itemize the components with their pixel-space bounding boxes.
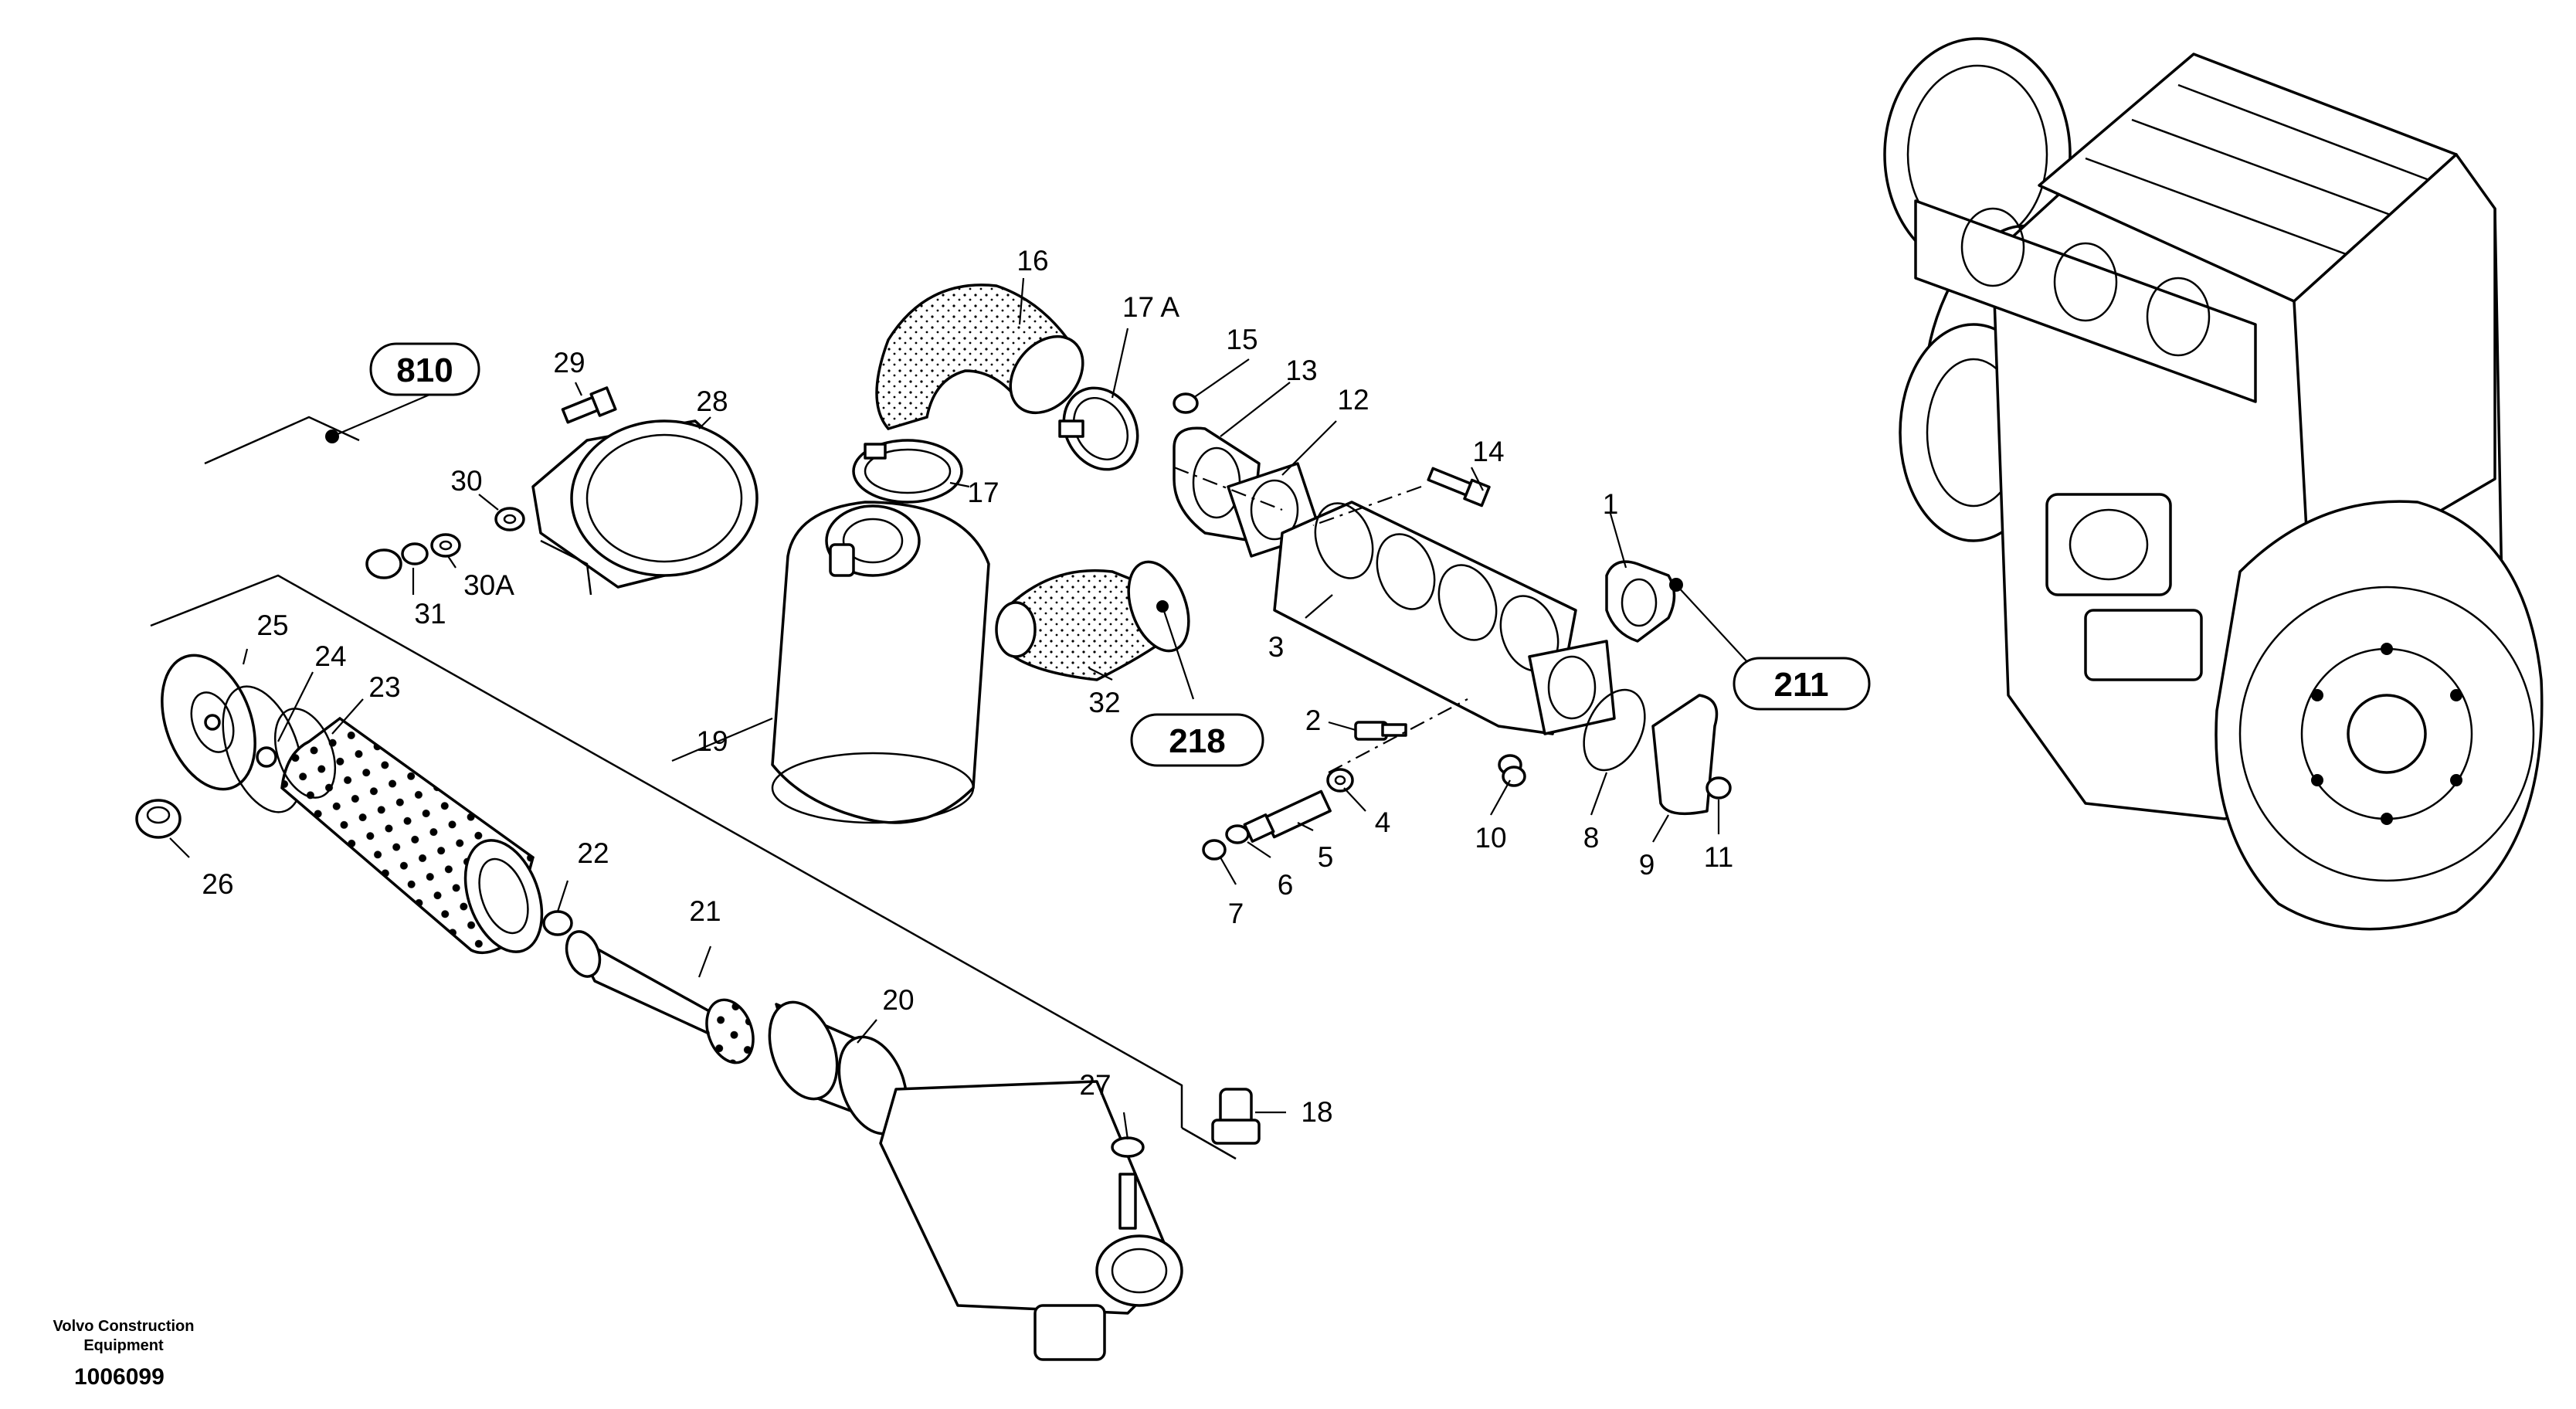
callout-29: 29 [553, 347, 585, 379]
callout-27: 27 [1079, 1069, 1111, 1101]
bracket-plate [540, 539, 592, 596]
callout-1: 1 [1603, 488, 1619, 520]
elbow-hose-16 [875, 283, 1084, 431]
callout-17A: 17 A [1122, 291, 1179, 323]
washer-30 [494, 507, 525, 531]
callout-21: 21 [689, 895, 721, 927]
callout-25: 25 [256, 609, 288, 641]
bracket-band-28 [531, 419, 759, 589]
callout-31: 31 [414, 598, 446, 630]
callout-26: 26 [202, 868, 233, 900]
engine-block [1883, 37, 2544, 931]
clamp-17 [852, 439, 963, 504]
ref-label-211: 211 [1774, 666, 1829, 704]
callout-32: 32 [1088, 687, 1120, 718]
ref-box-211[interactable]: 211 [1733, 657, 1871, 711]
heater-manifold-3 [1273, 501, 1616, 735]
ref-box-218[interactable]: 218 [1130, 713, 1264, 767]
callout-14: 14 [1472, 436, 1504, 467]
callout-24: 24 [314, 640, 346, 672]
bellows-hose-32 [995, 560, 1190, 681]
leader-lines [169, 277, 1750, 1140]
callout-2: 2 [1305, 704, 1322, 736]
bolt-2 [1354, 721, 1407, 741]
ref-box-810[interactable]: 810 [369, 342, 480, 396]
washer-6 [1225, 824, 1250, 844]
callout-15: 15 [1226, 324, 1257, 355]
restriction-indicator-18 [1211, 1088, 1261, 1145]
bolt-14 [1427, 467, 1491, 508]
callout-17: 17 [967, 477, 999, 508]
gasket-24 [222, 685, 304, 813]
callout-19: 19 [696, 725, 728, 757]
ref-label-218: 218 [1169, 722, 1225, 760]
main-filter-23 [273, 708, 544, 955]
callout-3: 3 [1268, 631, 1285, 663]
callout-6: 6 [1278, 869, 1294, 901]
cover-plate-9 [1651, 694, 1719, 816]
callout-7: 7 [1228, 898, 1244, 929]
screw-29 [561, 386, 617, 424]
filter-housing-19 [771, 501, 990, 824]
nut-15 [1173, 392, 1199, 414]
callout-18: 18 [1301, 1096, 1332, 1128]
wing-nut-22 [542, 910, 573, 936]
heater-element-5 [1243, 789, 1332, 843]
o-ring-8 [1583, 688, 1646, 772]
safety-filter-21 [565, 930, 755, 1064]
dust-valve-26 [135, 799, 182, 839]
callout-9: 9 [1639, 849, 1655, 881]
nut-7 [1202, 839, 1227, 861]
callout-8: 8 [1583, 822, 1600, 854]
nut-31 [365, 542, 429, 579]
washer-30A [430, 533, 461, 558]
callout-5: 5 [1318, 841, 1334, 873]
callout-13: 13 [1285, 355, 1317, 386]
callout-10: 10 [1475, 822, 1506, 854]
callout-30A: 30A [463, 569, 514, 601]
callout-4: 4 [1375, 806, 1391, 838]
callout-28: 28 [696, 385, 728, 417]
callout-22: 22 [577, 837, 609, 869]
callout-11: 11 [1704, 841, 1733, 873]
clamp-17A [1058, 386, 1139, 471]
filter-housing-lower [879, 1080, 1183, 1361]
end-cover-25 [161, 654, 256, 791]
diagram-code: 1006099 [74, 1364, 165, 1390]
callout-30: 30 [450, 465, 482, 497]
nut-11 [1705, 776, 1732, 800]
ref-label-810: 810 [396, 351, 453, 389]
plug-27 [1111, 1136, 1145, 1230]
callout-23: 23 [368, 671, 400, 703]
gasket-1 [1605, 560, 1676, 643]
nut-10 [1498, 754, 1526, 787]
callout-20: 20 [882, 984, 914, 1016]
washer-4 [1326, 768, 1354, 793]
callout-12: 12 [1337, 384, 1369, 416]
callout-labels: 1 2 3 4 5 6 7 8 9 10 11 12 13 14 15 16 1… [202, 245, 1733, 1128]
callout-16: 16 [1016, 245, 1048, 277]
company-name: Volvo Construction Equipment [53, 1318, 195, 1354]
